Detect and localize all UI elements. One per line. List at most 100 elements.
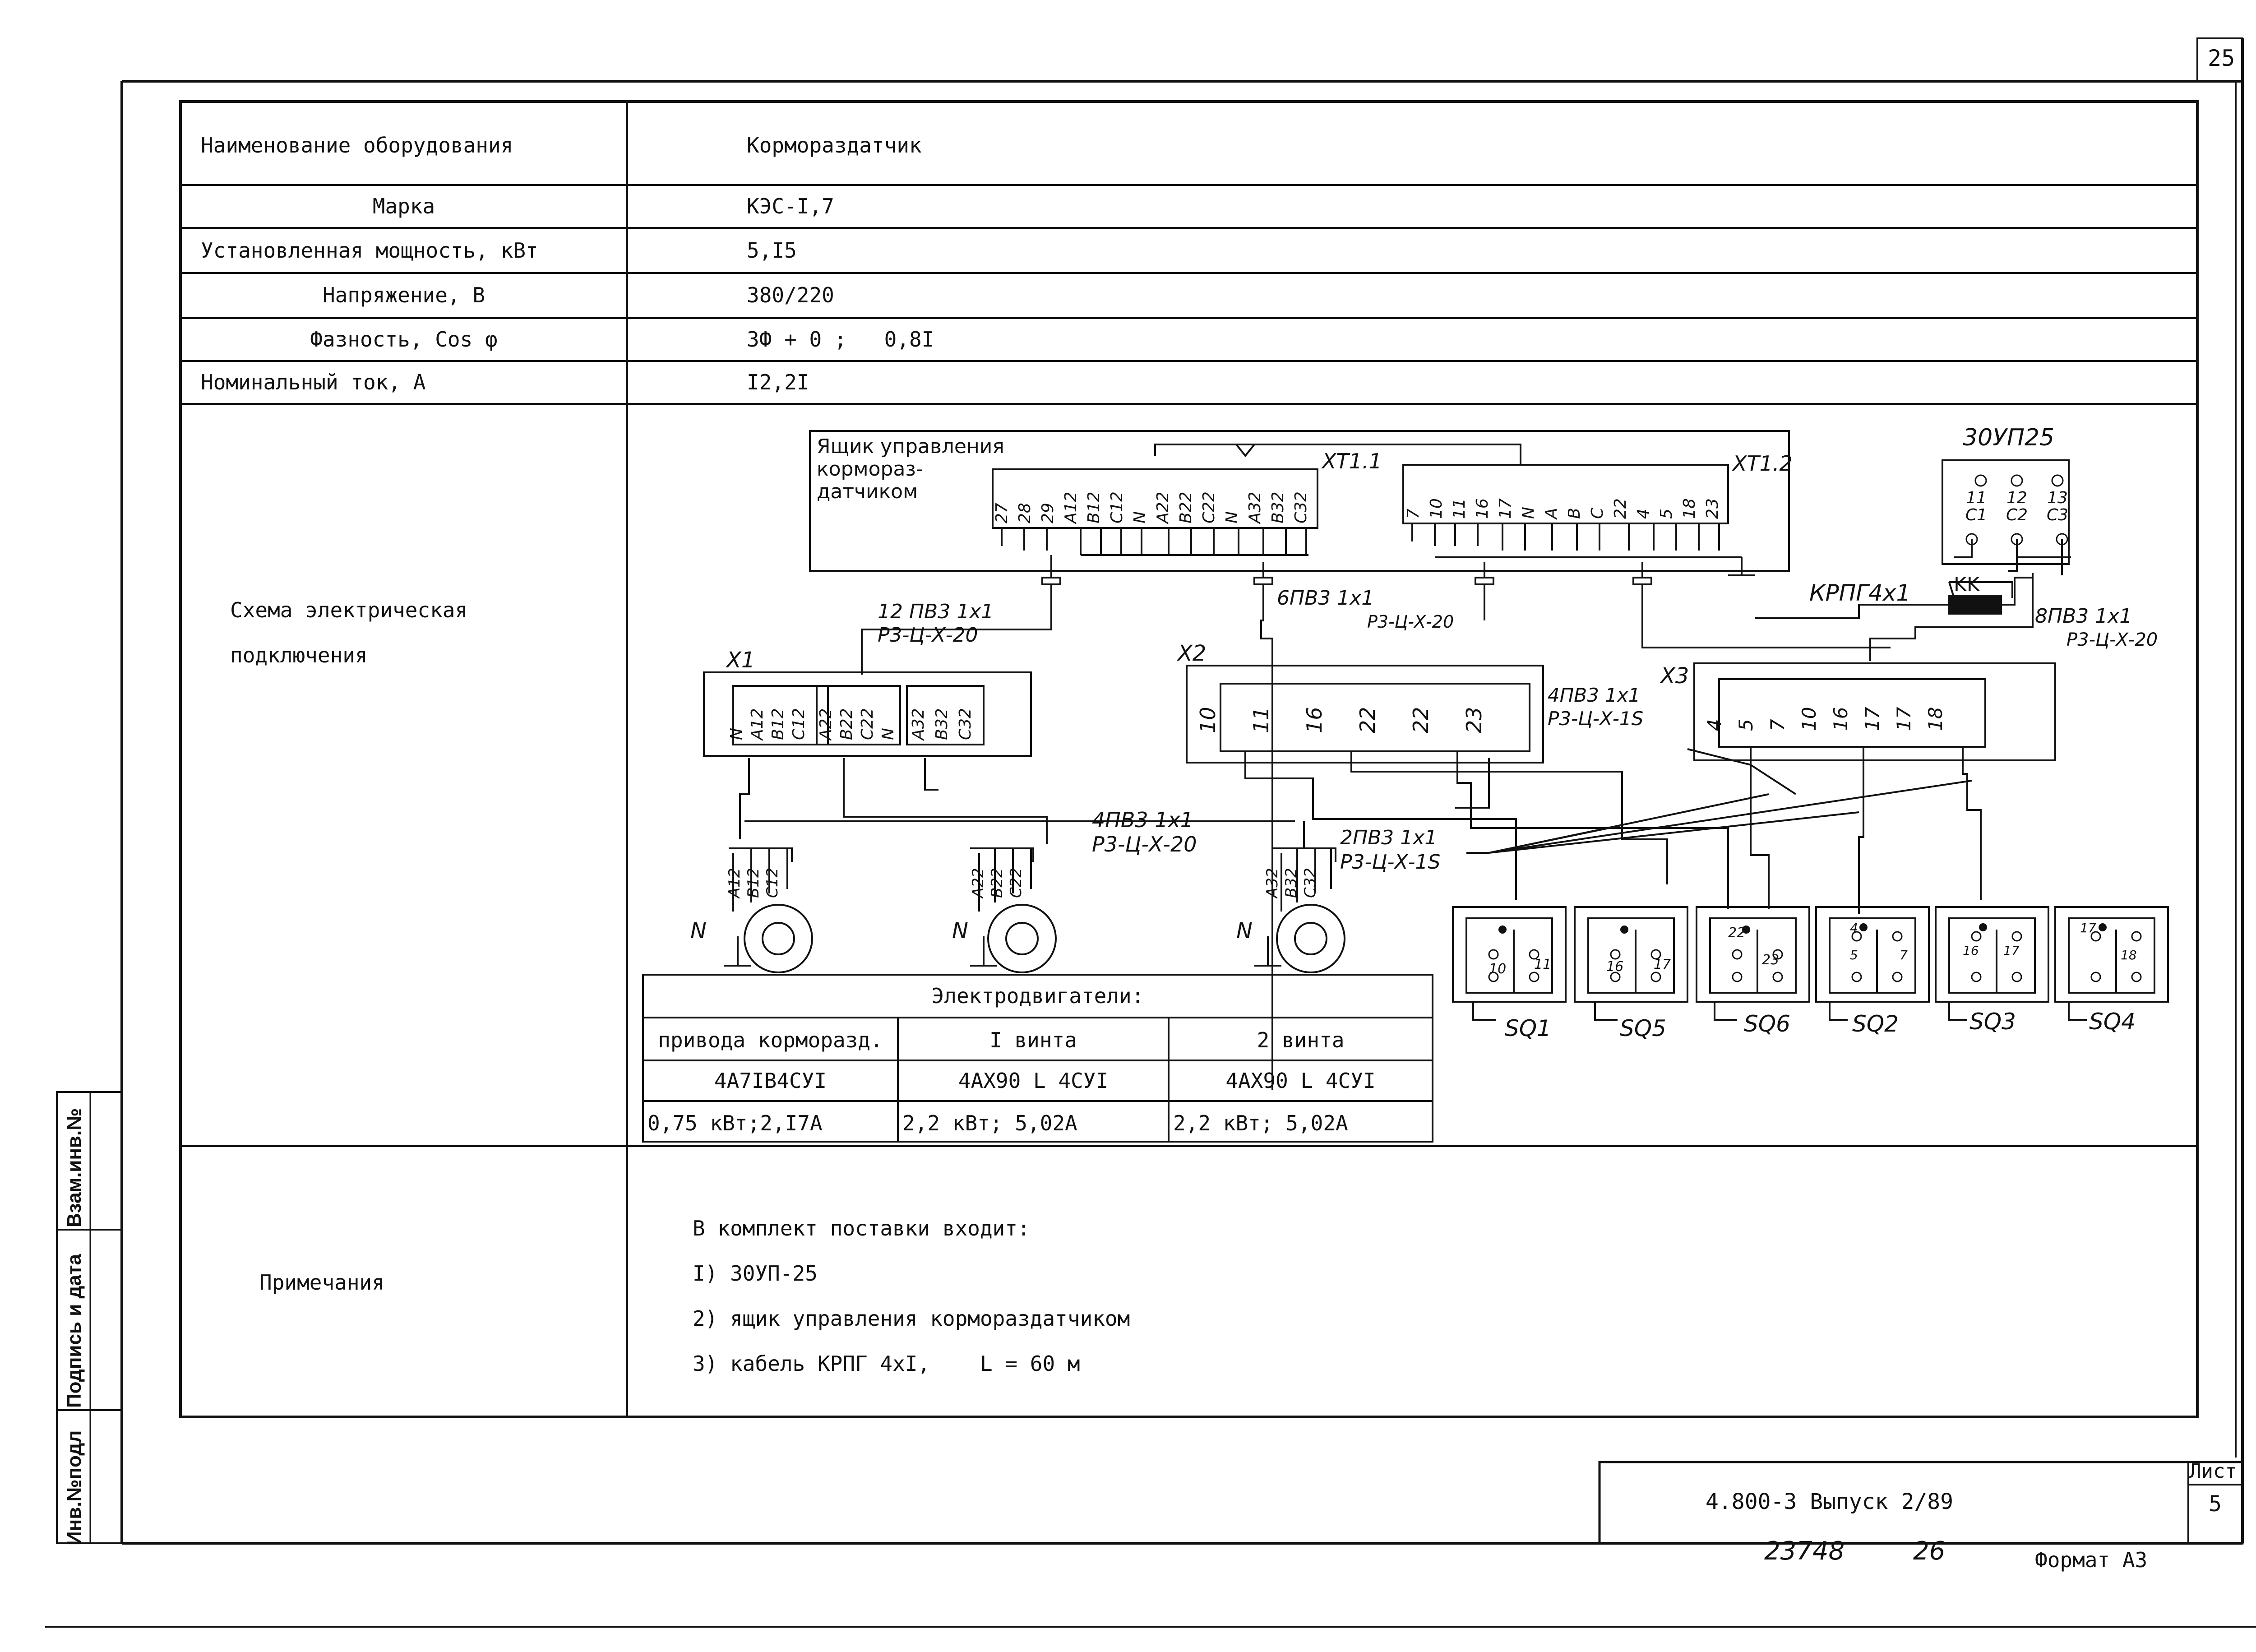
xt11-terminal-label: B22 — [1177, 491, 1195, 523]
x1-terminal-label: B12 — [769, 708, 787, 740]
xt11-terminal-label: A12 — [1062, 491, 1080, 523]
x2-terminal-label: 16 — [1302, 707, 1327, 733]
table-value-power: 5,I5 — [747, 238, 797, 263]
motor1-terminal-label: B12 — [744, 868, 763, 898]
x2-terminal-label: 10 — [1196, 707, 1220, 733]
terminal-block-x2 — [1186, 665, 1544, 764]
x1-terminal-label: A12 — [748, 708, 767, 740]
xt11-terminal-label: N — [1223, 511, 1241, 523]
xt11-terminal-label: A22 — [1154, 491, 1172, 523]
xt12-terminal-label: C — [1588, 507, 1607, 519]
xt12-terminal-label: 11 — [1450, 498, 1469, 519]
xt11-terminal-label: C32 — [1292, 491, 1310, 523]
cable-krpg-label: КРПГ4х1 — [1809, 580, 1911, 606]
side-stamp-signature: Подпись и дата — [63, 1254, 85, 1408]
switch-sq6-label: SQ6 — [1744, 1011, 1790, 1037]
x1-terminal-label: C12 — [790, 708, 808, 740]
kk-label: KK — [1954, 573, 1980, 596]
x3-terminal-label: 7 — [1766, 719, 1789, 731]
xt12-label: XT1.2 — [1733, 451, 1793, 476]
device-30up25-label: 30УП25 — [1963, 424, 2055, 451]
motor3-terminal-label: B32 — [1282, 868, 1300, 898]
table-value-current: I2,2I — [747, 370, 809, 394]
xt11-terminal-label: 29 — [1039, 503, 1057, 523]
notes-heading: В комплект поставки входит: — [693, 1216, 1030, 1240]
motors-header-drive: привода корморазд. — [658, 1028, 883, 1052]
motors-table-title: Электродвигатели: — [931, 984, 1144, 1008]
sheet-label: Лист — [2189, 1460, 2237, 1483]
motors-rating-screw1: 2,2 кВт; 5,02А — [902, 1111, 1077, 1135]
motors-rating-screw2: 2,2 кВт; 5,02А — [1173, 1111, 1348, 1135]
table-label-equipment: Наименование оборудования — [201, 133, 513, 157]
x1-terminal-label: B32 — [933, 708, 951, 740]
x2-label: X2 — [1178, 641, 1207, 666]
xt12-terminal-label: 5 — [1657, 509, 1676, 519]
xt11-terminal-label: B12 — [1085, 491, 1103, 523]
side-stamp-inv: Инв.№подл — [63, 1430, 85, 1546]
xt11-label: XT1.1 — [1322, 449, 1382, 473]
motor3-terminal-label: C32 — [1301, 867, 1319, 898]
sq3-contact: 17 — [2003, 943, 2020, 958]
table-value-phase: 3Ф + 0 ; 0,8I — [747, 327, 934, 352]
x1-label: X1 — [726, 648, 755, 673]
x2-terminal-label: 23 — [1462, 707, 1486, 733]
motors-model-screw2: 4АХ90 L 4СУI — [1225, 1069, 1376, 1093]
xt12-terminal-label: 17 — [1496, 498, 1515, 519]
neutral-label-2: N — [952, 918, 968, 944]
sq6-contact: 23 — [1762, 952, 1780, 968]
main-table-border — [179, 100, 2199, 1418]
xt11-terminal-label: C22 — [1200, 491, 1218, 523]
x3-label: X3 — [1660, 663, 1689, 689]
motor3-terminal-label: A32 — [1263, 868, 1281, 898]
motor1-terminal-label: A12 — [726, 868, 744, 898]
switch-sq4-label: SQ4 — [2089, 1009, 2136, 1035]
x1-terminal-label: A22 — [817, 708, 835, 740]
sheet-number: 5 — [2209, 1491, 2222, 1517]
x3-terminal-label: 17 — [1861, 707, 1883, 731]
motor1-terminal-label: C12 — [763, 867, 781, 898]
sq4-contact: 17 — [2080, 921, 2096, 935]
sq1-contact: 11 — [1534, 957, 1552, 972]
table-value-brand: КЭС-I,7 — [747, 194, 834, 218]
sq6-contact: 22 — [1728, 925, 1746, 941]
xt12-terminal-label: 23 — [1703, 498, 1722, 519]
table-value-equipment: Кормораздатчик — [747, 133, 922, 157]
neutral-label-3: N — [1236, 918, 1253, 944]
sq2-contact: 7 — [1900, 948, 1908, 963]
x1-terminal-label: C22 — [858, 708, 877, 740]
motors-header-screw2: 2 винта — [1257, 1028, 1345, 1052]
doc-code: 4.800-3 Выпуск 2/89 — [1706, 1489, 1954, 1514]
x1-terminal-label: A32 — [909, 708, 928, 740]
xt12-terminal-label: N — [1519, 507, 1538, 519]
table-label-phase: Фазность, Cos φ — [310, 327, 498, 352]
xt11-terminal-label: A32 — [1246, 491, 1264, 523]
x2-terminal-label: 22 — [1355, 707, 1380, 733]
notes-item-2: 2) ящик управления кормораздатчиком — [693, 1306, 1130, 1331]
x3-terminal-label: 18 — [1924, 707, 1946, 731]
motors-model-screw1: 4АХ90 L 4СУI — [958, 1069, 1109, 1093]
x1-terminal-label: N — [879, 728, 897, 740]
notes-label: Примечания — [259, 1270, 384, 1295]
sq4-contact: 18 — [2121, 948, 2137, 963]
sq1-contact: 10 — [1489, 961, 1507, 977]
table-value-voltage: 380/220 — [747, 283, 834, 307]
scheme-label-line1: Схема электрическая — [230, 598, 468, 622]
x1-terminal-label: C32 — [956, 708, 975, 740]
x3-terminal-label: 17 — [1893, 707, 1915, 731]
motors-header-screw1: I винта — [989, 1028, 1077, 1052]
x3-terminal-label: 16 — [1830, 707, 1852, 731]
xt12-terminal-label: 16 — [1473, 498, 1492, 519]
xt12-terminal-label: 18 — [1680, 498, 1699, 519]
motor2-terminal-label: C22 — [1007, 867, 1025, 898]
sq5-contact: 17 — [1654, 957, 1671, 972]
xt11-terminal-label: 28 — [1016, 503, 1034, 523]
